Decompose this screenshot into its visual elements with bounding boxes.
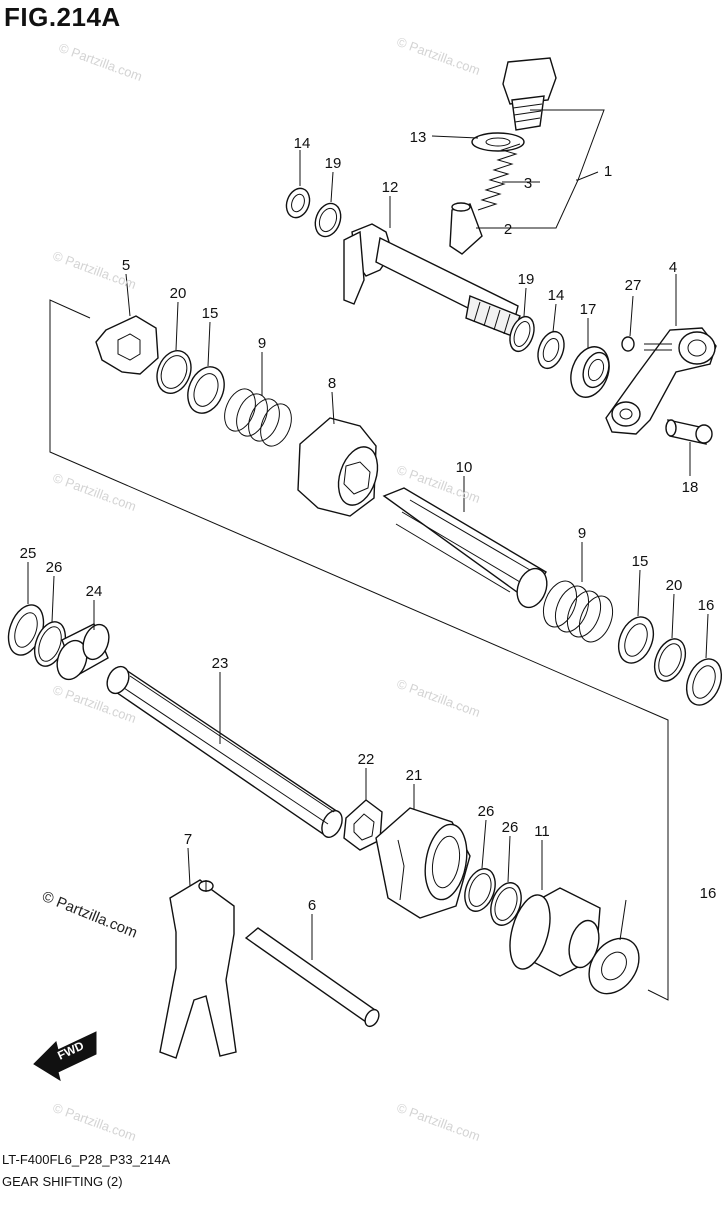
callout-9[interactable]: 9: [258, 335, 266, 352]
part-spring-9-mid[interactable]: [537, 576, 619, 647]
part-circlip-20-mid[interactable]: [649, 634, 691, 685]
part-spring-3[interactable]: [477, 143, 521, 211]
callout-16[interactable]: 16: [700, 885, 717, 902]
callout-16[interactable]: 16: [698, 597, 715, 614]
figure-title: FIG.214A: [4, 2, 121, 32]
callout-13[interactable]: 13: [410, 129, 427, 146]
diagram-caption: GEAR SHIFTING (2): [2, 1174, 123, 1189]
callout-22[interactable]: 22: [358, 751, 375, 768]
callout-18[interactable]: 18: [682, 479, 699, 496]
part-washer-16-bottom[interactable]: [579, 929, 649, 1003]
part-spring-9-top[interactable]: [219, 384, 297, 450]
callout-14[interactable]: 14: [294, 135, 311, 152]
part-washer-13[interactable]: [471, 132, 525, 152]
part-washer-14-top[interactable]: [283, 185, 314, 221]
part-stopper-5[interactable]: [95, 315, 159, 375]
callout-12[interactable]: 12: [382, 179, 399, 196]
callout-27[interactable]: 27: [625, 277, 642, 294]
part-circlip-26-a[interactable]: [459, 865, 500, 916]
part-circlip-19-mid[interactable]: [506, 313, 539, 354]
callout-19[interactable]: 19: [518, 271, 535, 288]
part-circlip-19-top[interactable]: [311, 200, 345, 240]
part-rod-6[interactable]: [244, 927, 382, 1029]
part-washer-16-top[interactable]: [680, 654, 726, 710]
part-shift-shaft-12[interactable]: [343, 223, 521, 337]
callout-17[interactable]: 17: [580, 301, 597, 318]
callout-4[interactable]: 4: [669, 259, 677, 276]
callout-3[interactable]: 3: [524, 175, 532, 192]
part-drum-21[interactable]: [375, 807, 472, 919]
callout-20[interactable]: 20: [170, 285, 187, 302]
callout-2[interactable]: 2: [504, 221, 512, 238]
callout-23[interactable]: 23: [212, 655, 229, 672]
callout-7[interactable]: 7: [184, 831, 192, 848]
part-bearing-24[interactable]: [52, 621, 113, 684]
part-screw-27[interactable]: [621, 336, 635, 352]
callout-11[interactable]: 11: [534, 823, 550, 840]
callout-1[interactable]: 1: [604, 163, 612, 180]
part-shift-fork-7[interactable]: [159, 879, 237, 1059]
callout-layer: 1234567899101112131414151516161718191920…: [20, 129, 717, 914]
part-washer-15-top[interactable]: [181, 361, 231, 418]
part-washer-14-mid[interactable]: [533, 328, 569, 372]
part-shift-lever-4[interactable]: [605, 327, 717, 435]
part-plunger-2[interactable]: [449, 202, 483, 255]
part-bearing-17[interactable]: [564, 341, 616, 402]
part-circlip-20-top[interactable]: [151, 346, 197, 399]
part-shaft-23[interactable]: [103, 663, 346, 840]
callout-24[interactable]: 24: [86, 583, 103, 600]
callout-15[interactable]: 15: [202, 305, 219, 322]
callout-26[interactable]: 26: [478, 803, 495, 820]
diagram-code: LT-F400FL6_P28_P33_214A: [2, 1152, 171, 1167]
part-bolt-18[interactable]: [665, 419, 713, 445]
callout-8[interactable]: 8: [328, 375, 336, 392]
part-circlip-26-b[interactable]: [485, 879, 526, 930]
callout-14[interactable]: 14: [548, 287, 565, 304]
fwd-arrow-icon: FWD: [33, 1031, 97, 1082]
callout-10[interactable]: 10: [456, 459, 473, 476]
part-bolt[interactable]: [502, 57, 557, 131]
callout-6[interactable]: 6: [308, 897, 316, 914]
callout-15[interactable]: 15: [632, 553, 649, 570]
callout-21[interactable]: 21: [406, 767, 423, 784]
part-shaft-10[interactable]: [382, 487, 552, 612]
part-sleeve-11[interactable]: [503, 887, 604, 977]
callout-26[interactable]: 26: [46, 559, 63, 576]
part-washer-15-mid[interactable]: [612, 612, 660, 668]
callout-19[interactable]: 19: [325, 155, 342, 172]
part-gearshift-cam-8[interactable]: [297, 417, 384, 517]
callout-20[interactable]: 20: [666, 577, 683, 594]
assembly-outline: [49, 299, 669, 1001]
callout-26[interactable]: 26: [502, 819, 519, 836]
callout-5[interactable]: 5: [122, 257, 130, 274]
callout-9[interactable]: 9: [578, 525, 586, 542]
callout-25[interactable]: 25: [20, 545, 37, 562]
